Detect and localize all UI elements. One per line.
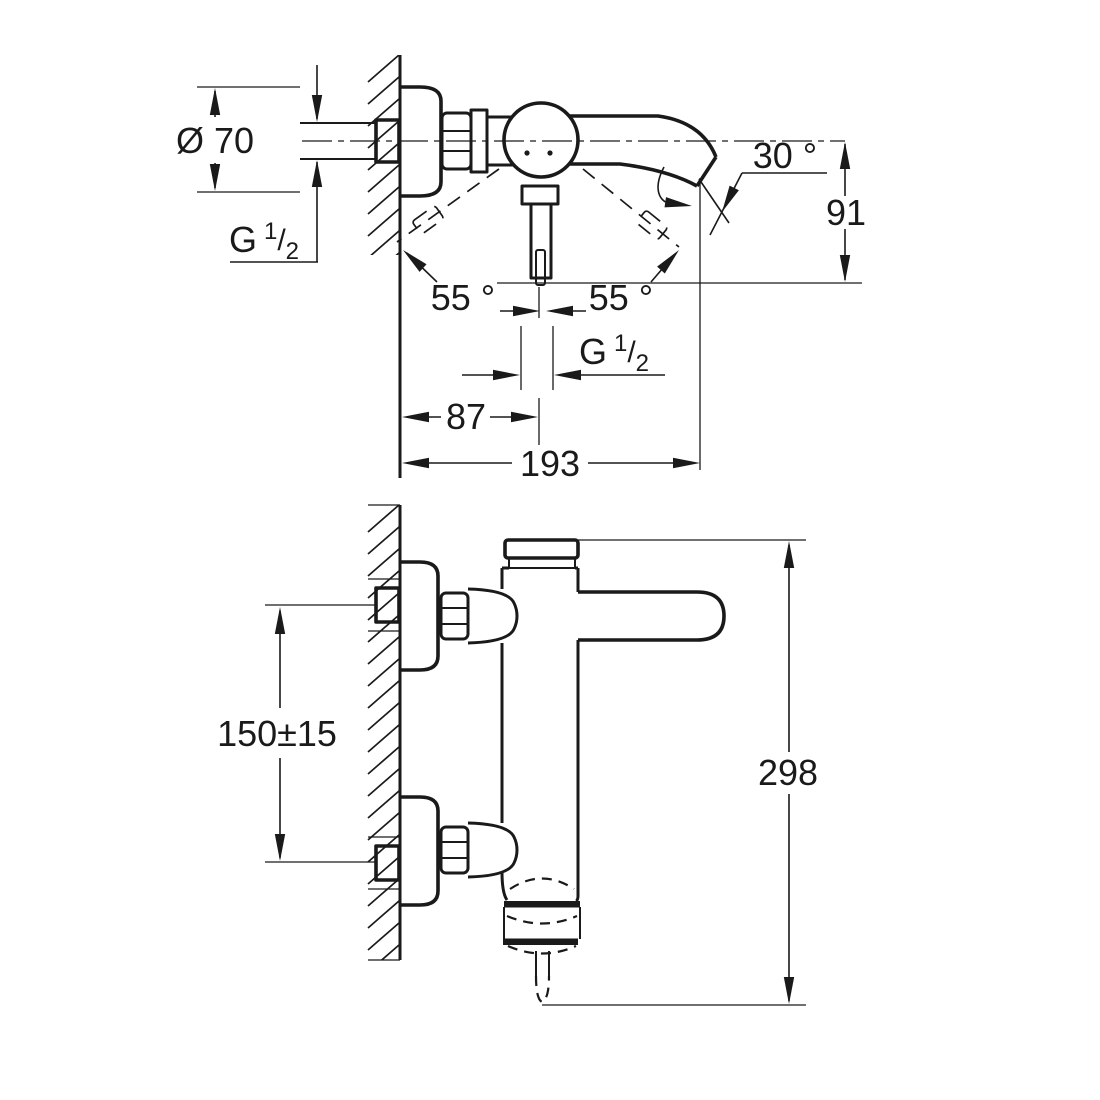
mixer-body-top [487,101,580,179]
arrowhead-icon [274,834,286,861]
supply-union-lower [368,836,401,890]
arrowhead-icon [311,160,323,187]
dim-label-swing-left: 55 ° [431,277,495,318]
mixer-body-side [500,538,580,903]
indicator-dot-left [524,150,530,156]
dim-spout-projection: 193 [428,443,675,484]
dim-spout-drop: 91 [497,144,866,284]
arrowhead-icon [402,411,429,423]
arrowhead-icon [402,457,429,469]
dim-label-swing-right: 55 ° [589,277,653,318]
shower-outlet [503,877,581,1004]
dimension-arrowheads [209,88,851,1004]
arrowhead-icon [673,457,700,469]
arrowhead-icon [209,164,221,191]
lever-handle-top [520,184,560,286]
inlet-bell-lower [467,821,519,879]
indicator-dot-right [547,150,553,156]
dim-spout-angle: 30 ° [698,135,827,470]
arrowhead-icon [274,607,286,634]
arrowhead-icon [493,369,520,381]
arrowhead-icon [722,185,739,212]
arrowhead-icon [839,142,851,169]
escutcheon-lower [400,795,440,907]
arrowhead-icon [546,305,573,317]
dim-inlet-spacing: 150±15 [217,604,377,863]
arrowhead-icon [657,250,679,274]
dim-label-inlet-spacing: 150±15 [217,713,337,754]
arrowhead-icon [554,369,581,381]
dim-label-spout-drop: 91 [826,192,866,233]
dim-swing-angles: 55 ° 55 ° [431,277,653,445]
arrowhead-icon [513,305,540,317]
union-nut-lower [439,825,470,875]
side-view [367,504,726,1004]
dim-label-body-projection: 87 [446,396,486,437]
arrowhead-icon [311,95,323,122]
arrowhead-icon [209,88,221,115]
dim-label-overall-height: 298 [758,752,818,793]
wall-section-side [367,504,402,961]
arrowhead-icon [839,255,851,282]
dim-overall-height: 298 [542,539,818,1006]
arrowhead-icon [783,977,795,1004]
union-nut-upper [439,591,470,641]
arrowhead-icon [511,411,538,423]
plan-view [300,55,718,478]
arrowhead-icon [664,197,692,208]
dim-label-spout-projection: 193 [520,443,580,484]
dim-escutcheon-diameter: Ø 70 [176,86,300,193]
dim-label-spout-angle: 30 ° [753,135,817,176]
dim-label-escutcheon-diameter: Ø 70 [176,120,254,161]
arrowhead-icon [783,541,795,568]
lever-handle-side [578,590,726,642]
escutcheon-upper [400,560,440,672]
dim-body-projection: 87 [429,396,511,437]
inlet-bell-upper [467,587,519,645]
arrowhead-icon [403,250,427,272]
